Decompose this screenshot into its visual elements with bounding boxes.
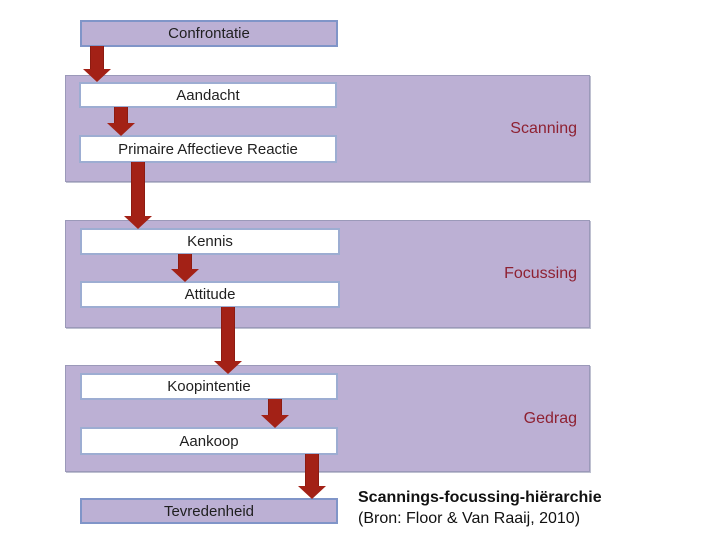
arrow-down-icon-aandacht-primaire <box>107 107 135 136</box>
arrow-down-icon-attitude-koopintentie <box>214 307 242 374</box>
node-confrontatie: Confrontatie <box>80 20 338 47</box>
arrow-down-icon-aankoop-tevredenheid <box>298 454 326 499</box>
arrow-down-icon-kennis-attitude <box>171 254 199 282</box>
node-attitude: Attitude <box>80 281 340 308</box>
node-aankoop: Aankoop <box>80 427 338 455</box>
arrow-down-icon-confrontatie-aandacht <box>83 46 111 82</box>
node-kennis: Kennis <box>80 228 340 255</box>
arrow-down-icon-primaire-kennis <box>124 162 152 229</box>
stage-label-gedrag: Gedrag <box>523 409 577 427</box>
node-primaire-affectieve-reactie: Primaire Affectieve Reactie <box>79 135 337 163</box>
node-aandacht: Aandacht <box>79 82 337 108</box>
node-koopintentie: Koopintentie <box>80 373 338 400</box>
arrow-down-icon-koopintentie-aankoop <box>261 399 289 428</box>
caption-source: (Bron: Floor & Van Raaij, 2010) <box>358 510 581 527</box>
caption-title: Scannings-focussing-hiërarchie <box>358 489 602 506</box>
caption: Scannings-focussing-hiërarchie (Bron: Fl… <box>358 487 688 529</box>
stage-label-scanning: Scanning <box>510 119 577 137</box>
stage-label-focussing: Focussing <box>504 265 577 282</box>
node-tevredenheid: Tevredenheid <box>80 498 338 524</box>
